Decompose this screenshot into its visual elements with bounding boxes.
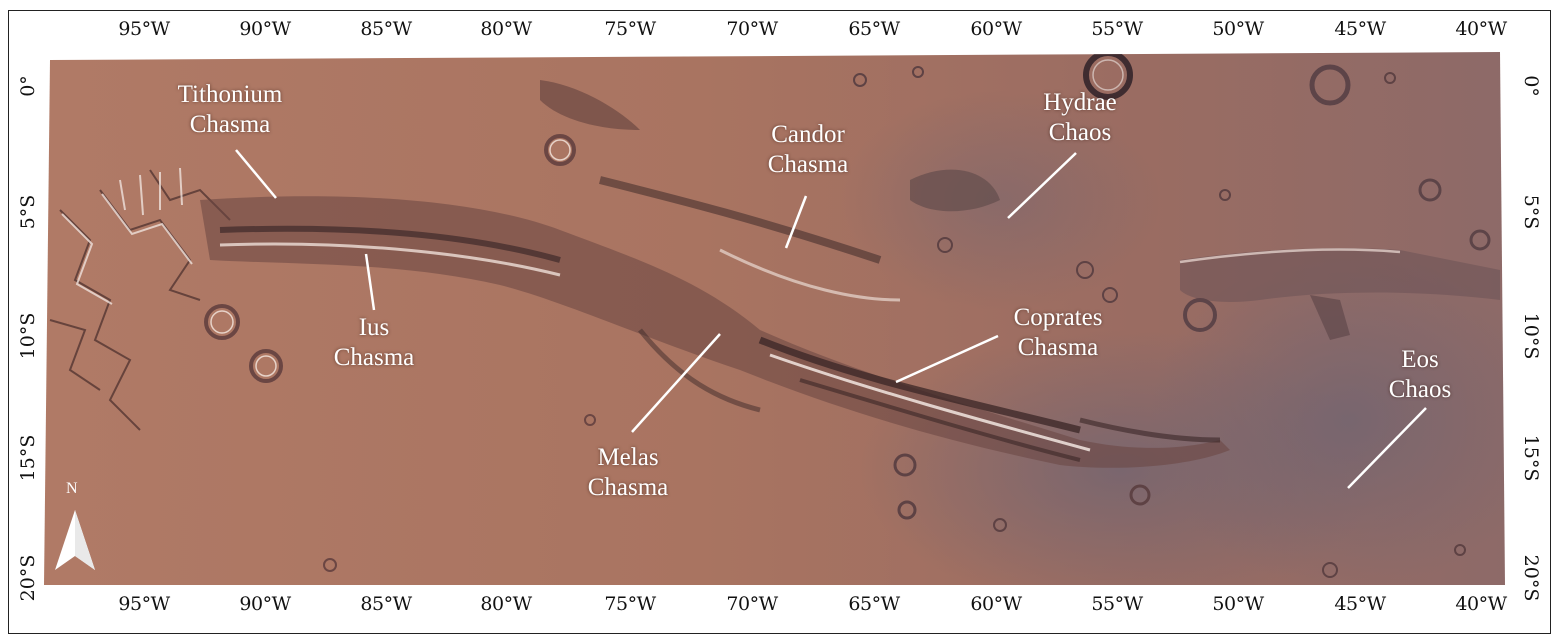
tick-top-75w: 75°W xyxy=(604,18,656,40)
tick-bottom-75w: 75°W xyxy=(604,593,656,615)
tick-bottom-95w: 95°W xyxy=(118,593,170,615)
tick-top-95w: 95°W xyxy=(118,18,170,40)
tick-bottom-50w: 50°W xyxy=(1212,593,1264,615)
tick-left-20s: 20°S xyxy=(17,554,39,602)
tick-bottom-55w: 55°W xyxy=(1091,593,1143,615)
tick-bottom-90w: 90°W xyxy=(239,593,291,615)
tick-right-10s: 10°S xyxy=(1520,312,1542,360)
craters xyxy=(204,52,1491,578)
map-frame xyxy=(8,10,1551,634)
canyon-system xyxy=(200,80,1500,468)
tick-bottom-65w: 65°W xyxy=(848,593,900,615)
tick-left-5s: 5°S xyxy=(17,194,39,230)
tick-top-90w: 90°W xyxy=(239,18,291,40)
tick-bottom-45w: 45°W xyxy=(1334,593,1386,615)
tick-top-60w: 60°W xyxy=(970,18,1022,40)
north-arrow-label: N xyxy=(66,480,78,497)
tick-right-5s: 5°S xyxy=(1520,194,1542,230)
tick-bottom-70w: 70°W xyxy=(726,593,778,615)
tick-top-65w: 65°W xyxy=(848,18,900,40)
tick-bottom-60w: 60°W xyxy=(970,593,1022,615)
tick-left-0: 0° xyxy=(17,75,39,97)
tick-top-40w: 40°W xyxy=(1455,18,1507,40)
tick-top-50w: 50°W xyxy=(1212,18,1264,40)
map-surface xyxy=(44,52,1505,585)
tick-bottom-85w: 85°W xyxy=(360,593,412,615)
tick-right-20s: 20°S xyxy=(1520,554,1542,602)
tick-bottom-80w: 80°W xyxy=(480,593,532,615)
tick-top-85w: 85°W xyxy=(360,18,412,40)
tick-top-80w: 80°W xyxy=(480,18,532,40)
tick-left-10s: 10°S xyxy=(17,312,39,360)
north-arrow xyxy=(55,510,95,570)
tick-bottom-40w: 40°W xyxy=(1455,593,1507,615)
tick-top-45w: 45°W xyxy=(1334,18,1386,40)
leader-lines xyxy=(235,149,1427,489)
tick-top-70w: 70°W xyxy=(726,18,778,40)
tick-left-15s: 15°S xyxy=(17,434,39,482)
tick-top-55w: 55°W xyxy=(1091,18,1143,40)
tick-right-15s: 15°S xyxy=(1520,434,1542,482)
tick-right-0: 0° xyxy=(1520,75,1542,97)
